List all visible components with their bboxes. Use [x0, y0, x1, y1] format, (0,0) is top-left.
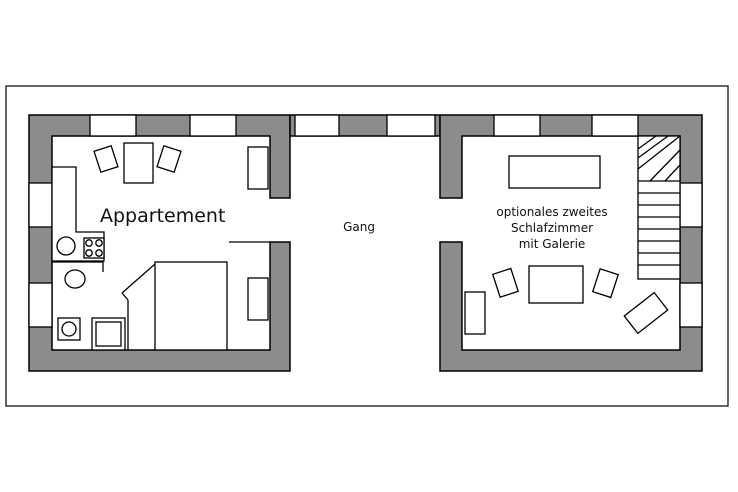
sideboard — [464, 291, 486, 335]
room-label-appartement: Appartement — [100, 205, 225, 227]
apartment-walls — [28, 114, 291, 372]
staircase — [637, 135, 681, 280]
bathroom-partition — [52, 261, 104, 272]
sink — [56, 236, 76, 256]
bed — [154, 261, 228, 351]
bedroom-furniture — [464, 155, 669, 335]
dining-table — [123, 142, 154, 184]
room-label-gang: Gang — [343, 220, 375, 234]
chair — [156, 144, 182, 174]
gallery-bench — [508, 155, 601, 189]
bedroom-table — [528, 265, 584, 304]
chair — [93, 144, 119, 174]
bedroom-walls — [439, 114, 703, 372]
nightstand — [247, 277, 269, 321]
apartment-furniture — [51, 142, 270, 351]
chair — [591, 267, 620, 299]
room-label-bedroom-line2: Schlafzimmer — [511, 221, 593, 235]
room-label-bedroom-line1: optionales zweites — [496, 205, 607, 219]
toilet — [64, 269, 86, 289]
corridor-top-wall — [289, 114, 441, 137]
armchair — [623, 291, 669, 335]
room-label-bedroom-line3: mit Galerie — [519, 237, 586, 251]
chair — [491, 267, 520, 299]
bedroom-windows — [493, 114, 703, 328]
cabinet — [247, 146, 269, 190]
